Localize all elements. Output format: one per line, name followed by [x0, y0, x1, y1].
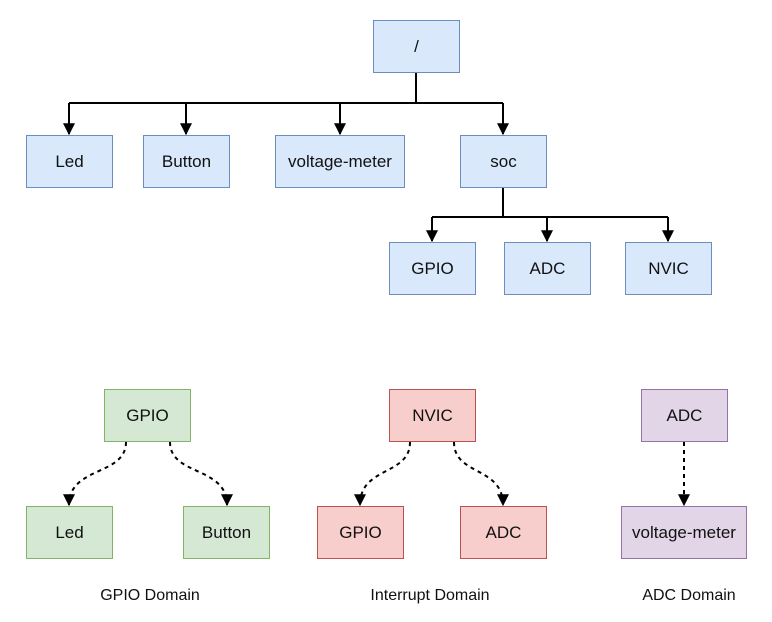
- gpio-domain-parent: GPIO: [104, 389, 191, 442]
- edge-interrupt-domain-gpio: [354, 441, 411, 507]
- edge-interrupt-domain-adc: [453, 441, 509, 507]
- tree-node-root: /: [373, 20, 460, 73]
- tree-node-nvic: NVIC: [625, 242, 712, 295]
- adc-domain-caption: ADC Domain: [642, 587, 736, 604]
- tree-node-button: Button: [143, 135, 230, 188]
- adc-domain-parent: ADC: [641, 389, 728, 442]
- gpio-domain-child-led: Led: [26, 506, 113, 559]
- tree-node-soc: soc: [460, 135, 547, 188]
- tree-node-adc: ADC: [504, 242, 591, 295]
- gpio-domain-child-button: Button: [183, 506, 270, 559]
- gpio-domain-caption: GPIO Domain: [100, 587, 200, 604]
- adc-domain-child-voltage-meter: voltage-meter: [621, 506, 747, 559]
- tree-node-led: Led: [26, 135, 113, 188]
- tree-node-voltage-meter: voltage-meter: [275, 135, 405, 188]
- interrupt-domain-child-gpio: GPIO: [317, 506, 404, 559]
- interrupt-domain-child-adc: ADC: [460, 506, 547, 559]
- interrupt-domain-caption: Interrupt Domain: [370, 587, 490, 604]
- tree-node-gpio: GPIO: [389, 242, 476, 295]
- edge-gpio-domain-led: [63, 441, 127, 507]
- edge-gpio-domain-button: [169, 441, 233, 507]
- interrupt-domain-parent: NVIC: [389, 389, 476, 442]
